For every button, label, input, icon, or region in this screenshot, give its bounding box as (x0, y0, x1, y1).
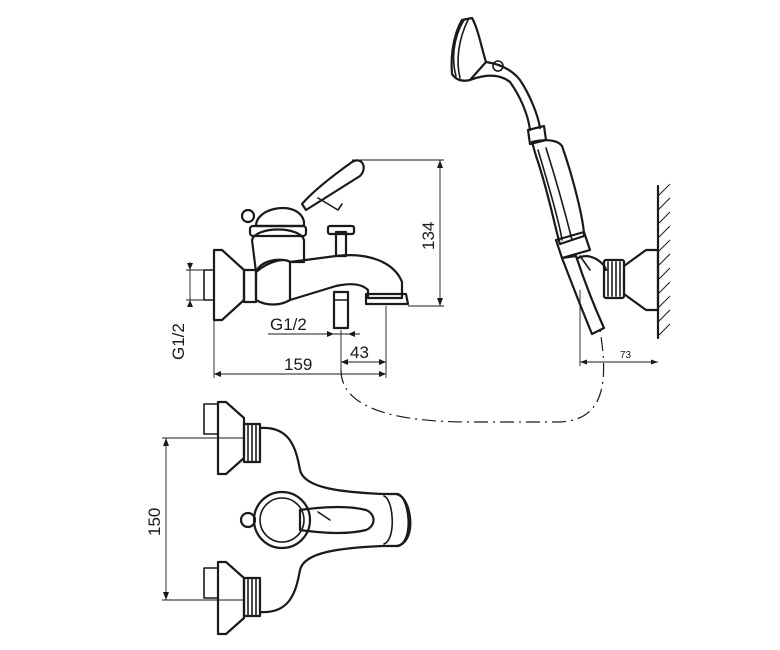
dim-150-label: 150 (145, 508, 164, 536)
mixer-top-view (203, 400, 412, 636)
dim-g12-spout-label: G1/2 (270, 315, 307, 334)
dim-43-label: 43 (350, 343, 369, 362)
hand-shower: 73 (450, 16, 671, 366)
top-view-dimensions: 150 (145, 437, 244, 601)
dim-134-label: 134 (419, 222, 438, 250)
side-view-dimensions: 134 G1/2 G1/2 43 159 (169, 159, 444, 378)
wall-hatch (657, 183, 671, 337)
dim-159-label: 159 (284, 355, 312, 374)
hose-line (340, 329, 605, 423)
mixer-side-view (203, 159, 410, 330)
dim-g12-left-label: G1/2 (169, 323, 188, 360)
dim-73-label: 73 (620, 350, 632, 361)
